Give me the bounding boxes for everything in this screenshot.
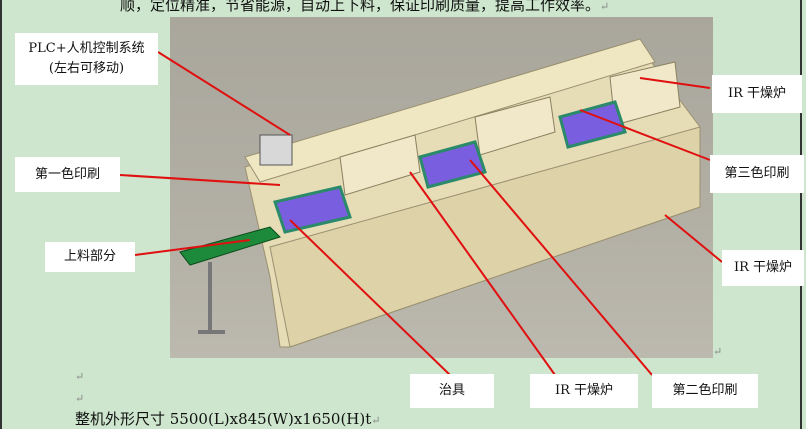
- label-ir-dryer-bottom: IR 干燥炉: [530, 374, 638, 408]
- label-print-color-3: 第三色印刷: [710, 155, 804, 193]
- label-print-color-2: 第二色印刷: [652, 374, 758, 408]
- paragraph-mark: ↵: [75, 370, 85, 383]
- label-fixture: 治具: [410, 374, 494, 408]
- machine-drawing: [179, 38, 701, 348]
- label-ir-dryer-top: IR 干燥炉: [712, 75, 802, 113]
- top-text-line: 顺，定位精准，节省能源，自动上下料，保证印刷质量，提高工作效率。↵: [120, 0, 610, 14]
- label-loading-section: 上料部分: [45, 242, 135, 272]
- label-print-color-1: 第一色印刷: [15, 157, 120, 192]
- page-left-border: [0, 0, 2, 429]
- dimensions-line: 整机外形尺寸 5500(L)x845(W)x1650(H)t↵: [75, 410, 381, 428]
- paragraph-mark: ↵: [75, 392, 85, 405]
- machine-figure: [170, 17, 713, 358]
- paragraph-mark: ↵: [713, 345, 723, 358]
- label-plc-control: PLC+人机控制系统 (左右可移动): [15, 33, 158, 85]
- page-right-border: [800, 0, 802, 429]
- label-ir-dryer-right: IR 干燥炉: [722, 250, 804, 286]
